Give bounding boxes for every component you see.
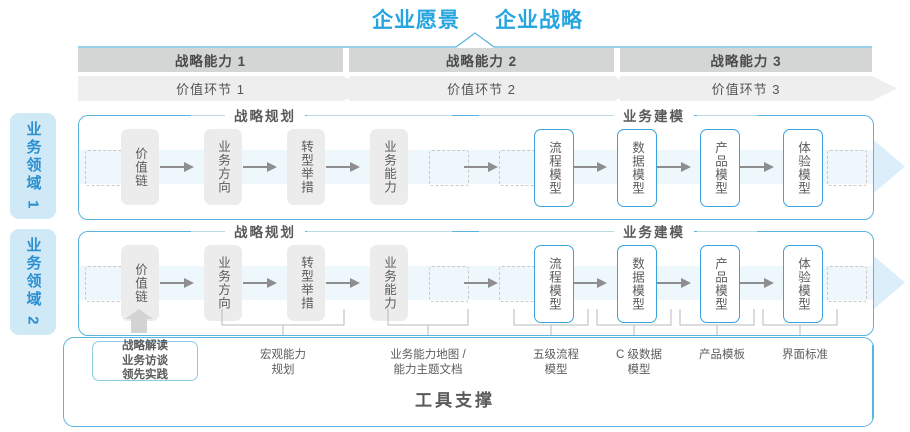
row-1-section-planning: 战略规划 xyxy=(225,107,305,124)
row-2-section-planning: 战略规划 xyxy=(225,223,305,240)
row-2-arrow-5 xyxy=(573,278,607,288)
business-domain-tab-2-label: 业务领域 2 xyxy=(24,236,42,328)
business-domain-tab-2[interactable]: 业务领域 2 xyxy=(10,229,56,335)
row-1-ghost-start xyxy=(85,150,125,186)
strategic-capability-3: 战略能力 3 xyxy=(620,48,872,72)
row-1-card-value-chain[interactable]: 价值链 xyxy=(121,129,159,205)
row-1-arrow-6 xyxy=(657,162,691,172)
title-connector-line xyxy=(78,32,872,48)
row-2-ghost-end xyxy=(827,266,867,302)
row-1-modeling-rule-left xyxy=(479,115,624,116)
row-1-arrow-1 xyxy=(160,162,194,172)
tool-strategy-line-3: 领先实践 xyxy=(122,369,168,382)
row-1-card-business-capability[interactable]: 业务能力 xyxy=(370,129,408,205)
tool-label-macro-capability: 宏观能力 规划 xyxy=(260,349,306,376)
value-link-chevron-2 xyxy=(349,76,639,101)
business-domain-tab-1[interactable]: 业务领域 1 xyxy=(10,113,56,219)
strategic-capability-1: 战略能力 1 xyxy=(78,48,343,72)
row-2-card-business-capability[interactable]: 业务能力 xyxy=(370,245,408,321)
row-2-modeling-rule-right xyxy=(697,231,757,232)
row-2-card-data-model[interactable]: 数据模型 xyxy=(617,245,657,323)
tool-label-capability-map: 业务能力地图 / 能力主题文档 xyxy=(390,349,466,376)
row-1-planning-rule-left xyxy=(191,115,251,116)
row-1-card-process-model[interactable]: 流程模型 xyxy=(534,129,574,207)
value-link-label-2: 价值环节 2 xyxy=(447,82,516,97)
row-2-arrow-1 xyxy=(160,278,194,288)
value-link-label-1: 价值环节 1 xyxy=(176,82,245,97)
business-domain-tab-1-label: 业务领域 1 xyxy=(24,120,42,212)
row-2-card-transformation-measures[interactable]: 转型举措 xyxy=(287,245,325,321)
row-1-ghost-mid-a xyxy=(429,150,469,186)
row-1-arrow-5 xyxy=(573,162,607,172)
row-2-card-process-model[interactable]: 流程模型 xyxy=(534,245,574,323)
row-2-arrow-6 xyxy=(657,278,691,288)
tool-label-product-template: 产品模板 xyxy=(699,349,745,361)
row-2-ghost-mid-b xyxy=(499,266,539,302)
tool-connector-brackets xyxy=(125,309,838,335)
enterprise-vision-title: 企业愿景 xyxy=(372,9,460,32)
row-2-arrow-2 xyxy=(243,278,277,288)
row-1-arrow-3 xyxy=(326,162,360,172)
row-1-ghost-end xyxy=(827,150,867,186)
enterprise-strategy-title: 企业战略 xyxy=(495,9,583,32)
row-1-section-modeling: 业务建模 xyxy=(614,107,694,124)
row-2-planning-rule-left xyxy=(191,231,251,232)
row-1-ghost-mid-b xyxy=(499,150,539,186)
row-1-card-experience-model[interactable]: 体验模型 xyxy=(783,129,823,207)
row-2-planning-rule-right xyxy=(307,231,452,232)
tool-support-title: 工具支撑 xyxy=(415,391,495,410)
row-2-section-modeling: 业务建模 xyxy=(614,223,694,240)
tool-strategy-interpretation-box[interactable]: 战略解读 业务访谈 领先实践 xyxy=(92,339,198,382)
tool-strategy-line-1: 战略解读 xyxy=(122,339,168,352)
row-2-arrow-4 xyxy=(464,278,498,288)
row-1-card-business-direction[interactable]: 业务方向 xyxy=(204,129,242,205)
value-link-chevron-3 xyxy=(620,76,897,101)
row-1-card-data-model[interactable]: 数据模型 xyxy=(617,129,657,207)
strategic-capability-2: 战略能力 2 xyxy=(349,48,614,72)
row-2-arrow-7 xyxy=(740,278,774,288)
row-1-arrow-2 xyxy=(243,162,277,172)
tool-support-box xyxy=(63,337,874,427)
row-2-ghost-start xyxy=(85,266,125,302)
tool-label-c-level-data: C 级数据 模型 xyxy=(616,349,662,376)
row-1-planning-rule-right xyxy=(307,115,452,116)
row-2-arrow-3 xyxy=(326,278,360,288)
row-1-modeling-rule-right xyxy=(697,115,757,116)
row-1-card-transformation-measures[interactable]: 转型举措 xyxy=(287,129,325,205)
row-2-card-value-chain[interactable]: 价值链 xyxy=(121,245,159,321)
row-1-arrow-7 xyxy=(740,162,774,172)
row-2-ghost-mid-a xyxy=(429,266,469,302)
business-domain-1-row: 战略规划 业务建模 价值链 业务方向 转型举措 业务能力 流程模型 数据 xyxy=(78,107,874,220)
row-2-card-business-direction[interactable]: 业务方向 xyxy=(204,245,242,321)
value-link-chevron-1 xyxy=(78,76,368,101)
row-1-card-product-model[interactable]: 产品模型 xyxy=(700,129,740,207)
row-1-arrow-4 xyxy=(464,162,498,172)
value-link-label-3: 价值环节 3 xyxy=(711,82,781,97)
business-domain-2-row: 战略规划 业务建模 价值链 业务方向 转型举措 业务能力 流程模型 数据模型 产… xyxy=(78,223,874,336)
row-2-modeling-rule-left xyxy=(479,231,624,232)
row-2-card-product-model[interactable]: 产品模型 xyxy=(700,245,740,323)
tool-label-five-level-process: 五级流程 模型 xyxy=(533,349,579,376)
tool-support-divider xyxy=(872,345,874,419)
tool-label-interface-standard: 界面标准 xyxy=(782,349,828,361)
row-2-card-experience-model[interactable]: 体验模型 xyxy=(783,245,823,323)
tool-strategy-line-2: 业务访谈 xyxy=(122,354,168,367)
